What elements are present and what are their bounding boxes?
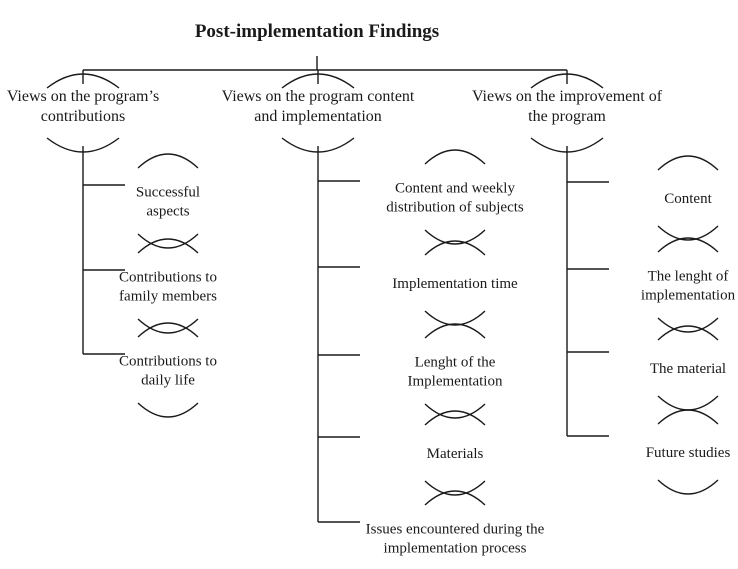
item-label-line-1: Issues encountered during the (366, 522, 545, 538)
item-top-arc (424, 410, 486, 426)
finding-item: Contributions to family members (83, 238, 217, 334)
category-2: Views on the program content and implemen… (222, 73, 545, 557)
category-1-label-line-2: contributions (41, 108, 125, 125)
item-label-line-1: The material (650, 361, 726, 377)
item-top-arc (657, 325, 719, 341)
item-bottom-arc (657, 317, 719, 333)
item-bottom-arc (657, 225, 719, 241)
category-2-top-arc (281, 73, 355, 89)
category-2-label-line-2: and implementation (254, 108, 382, 125)
item-top-arc (657, 155, 719, 171)
category-3-label-line-2: the program (528, 108, 606, 125)
finding-item: The lenght of implementation (567, 237, 736, 333)
finding-item: Contributions to daily life (83, 322, 217, 418)
diagram-title: Post-implementation Findings (195, 21, 439, 42)
category-3-top-arc (530, 73, 604, 89)
item-label-line-2: family members (119, 289, 217, 305)
finding-item: Successful aspects (83, 153, 200, 249)
item-label-line-1: Content (664, 191, 712, 207)
category-group: Views on the program’s contributionsSucce… (7, 73, 736, 557)
item-bottom-arc (424, 229, 486, 245)
finding-item: The material (567, 325, 726, 411)
category-1-top-arc (46, 73, 120, 89)
category-3: Views on the improvement of the programCo… (472, 73, 736, 495)
item-label-line-1: Future studies (646, 445, 731, 461)
category-3-label-line-1: Views on the improvement of (472, 88, 663, 105)
item-label-line-1: Contributions to (119, 270, 217, 286)
item-bottom-arc (137, 318, 199, 334)
item-top-arc (657, 237, 719, 253)
item-top-arc (657, 409, 719, 425)
item-bottom-arc (657, 395, 719, 411)
item-top-arc (424, 149, 486, 165)
item-bottom-arc (137, 233, 199, 249)
item-top-arc (424, 490, 486, 506)
finding-item: Content (567, 155, 719, 241)
item-label-line-2: aspects (146, 204, 189, 220)
item-top-arc (137, 238, 199, 254)
item-top-arc (424, 240, 486, 256)
item-label-line-1: Lenght of the (415, 355, 496, 371)
item-bottom-arc (424, 480, 486, 496)
item-top-arc (424, 323, 486, 339)
item-label-line-2: daily life (141, 373, 195, 389)
item-label-line-2: distribution of subjects (386, 200, 524, 216)
item-label-line-1: The lenght of (648, 269, 729, 285)
item-label-line-1: Materials (427, 446, 484, 462)
item-top-arc (137, 153, 199, 169)
item-bottom-arc (137, 402, 199, 418)
finding-item: Future studies (567, 409, 731, 495)
category-1: Views on the program’s contributionsSucce… (7, 73, 217, 418)
item-label-line-2: implementation process (384, 541, 527, 557)
item-bottom-arc (657, 479, 719, 495)
item-label-line-2: Implementation (408, 374, 503, 390)
finding-item: Implementation time (318, 240, 518, 326)
item-label-line-1: Content and weekly (395, 181, 515, 197)
item-label-line-2: implementation (641, 288, 736, 304)
item-top-arc (137, 322, 199, 338)
item-label-line-1: Implementation time (392, 276, 518, 292)
finding-item: Materials (318, 410, 486, 496)
item-bottom-arc (424, 403, 486, 419)
finding-item: Content and weekly distribution of subjec… (318, 149, 524, 245)
item-label-line-1: Contributions to (119, 354, 217, 370)
item-bottom-arc (424, 310, 486, 326)
category-1-label-line-1: Views on the program’s (7, 88, 159, 105)
item-label-line-1: Successful (136, 185, 200, 201)
category-2-label-line-1: Views on the program content (222, 88, 415, 105)
finding-item: Issues encountered during the implementat… (318, 490, 545, 557)
